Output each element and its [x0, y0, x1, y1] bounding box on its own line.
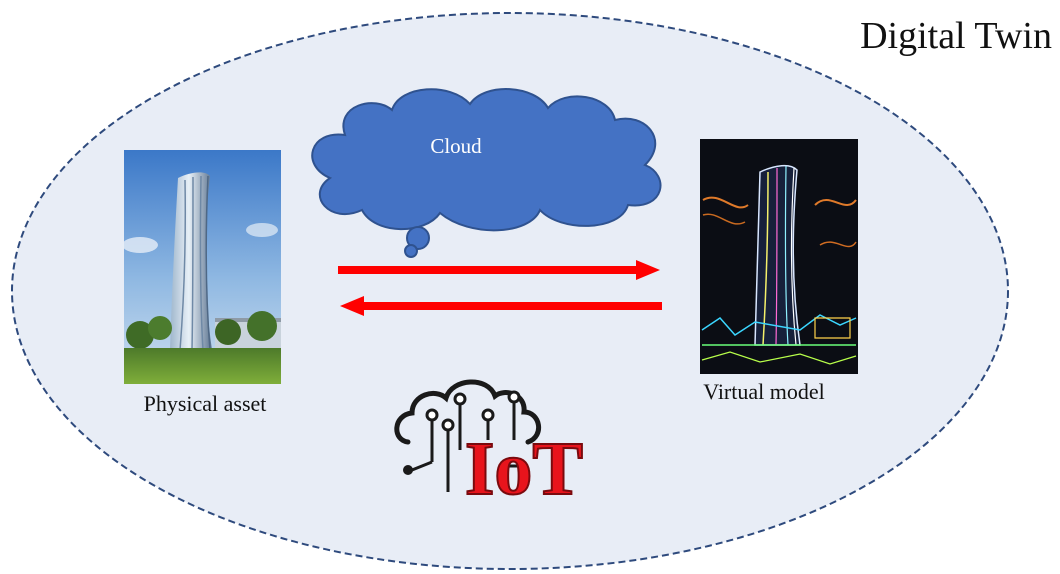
iot-circuit-cloud-icon — [394, 379, 541, 492]
backward-arrow — [340, 296, 662, 316]
cloud-label: Cloud — [430, 134, 482, 158]
physical-asset-image — [122, 150, 281, 384]
iot-logo-text: IoT — [465, 427, 583, 511]
virtual-model-label: Virtual model — [703, 379, 824, 404]
virtual-model-image — [700, 139, 858, 374]
forward-arrow — [338, 260, 660, 280]
cloud-shape: Cloud — [311, 88, 662, 258]
diagram-title: Digital Twin — [860, 15, 1052, 57]
physical-asset-label: Physical asset — [144, 391, 267, 416]
